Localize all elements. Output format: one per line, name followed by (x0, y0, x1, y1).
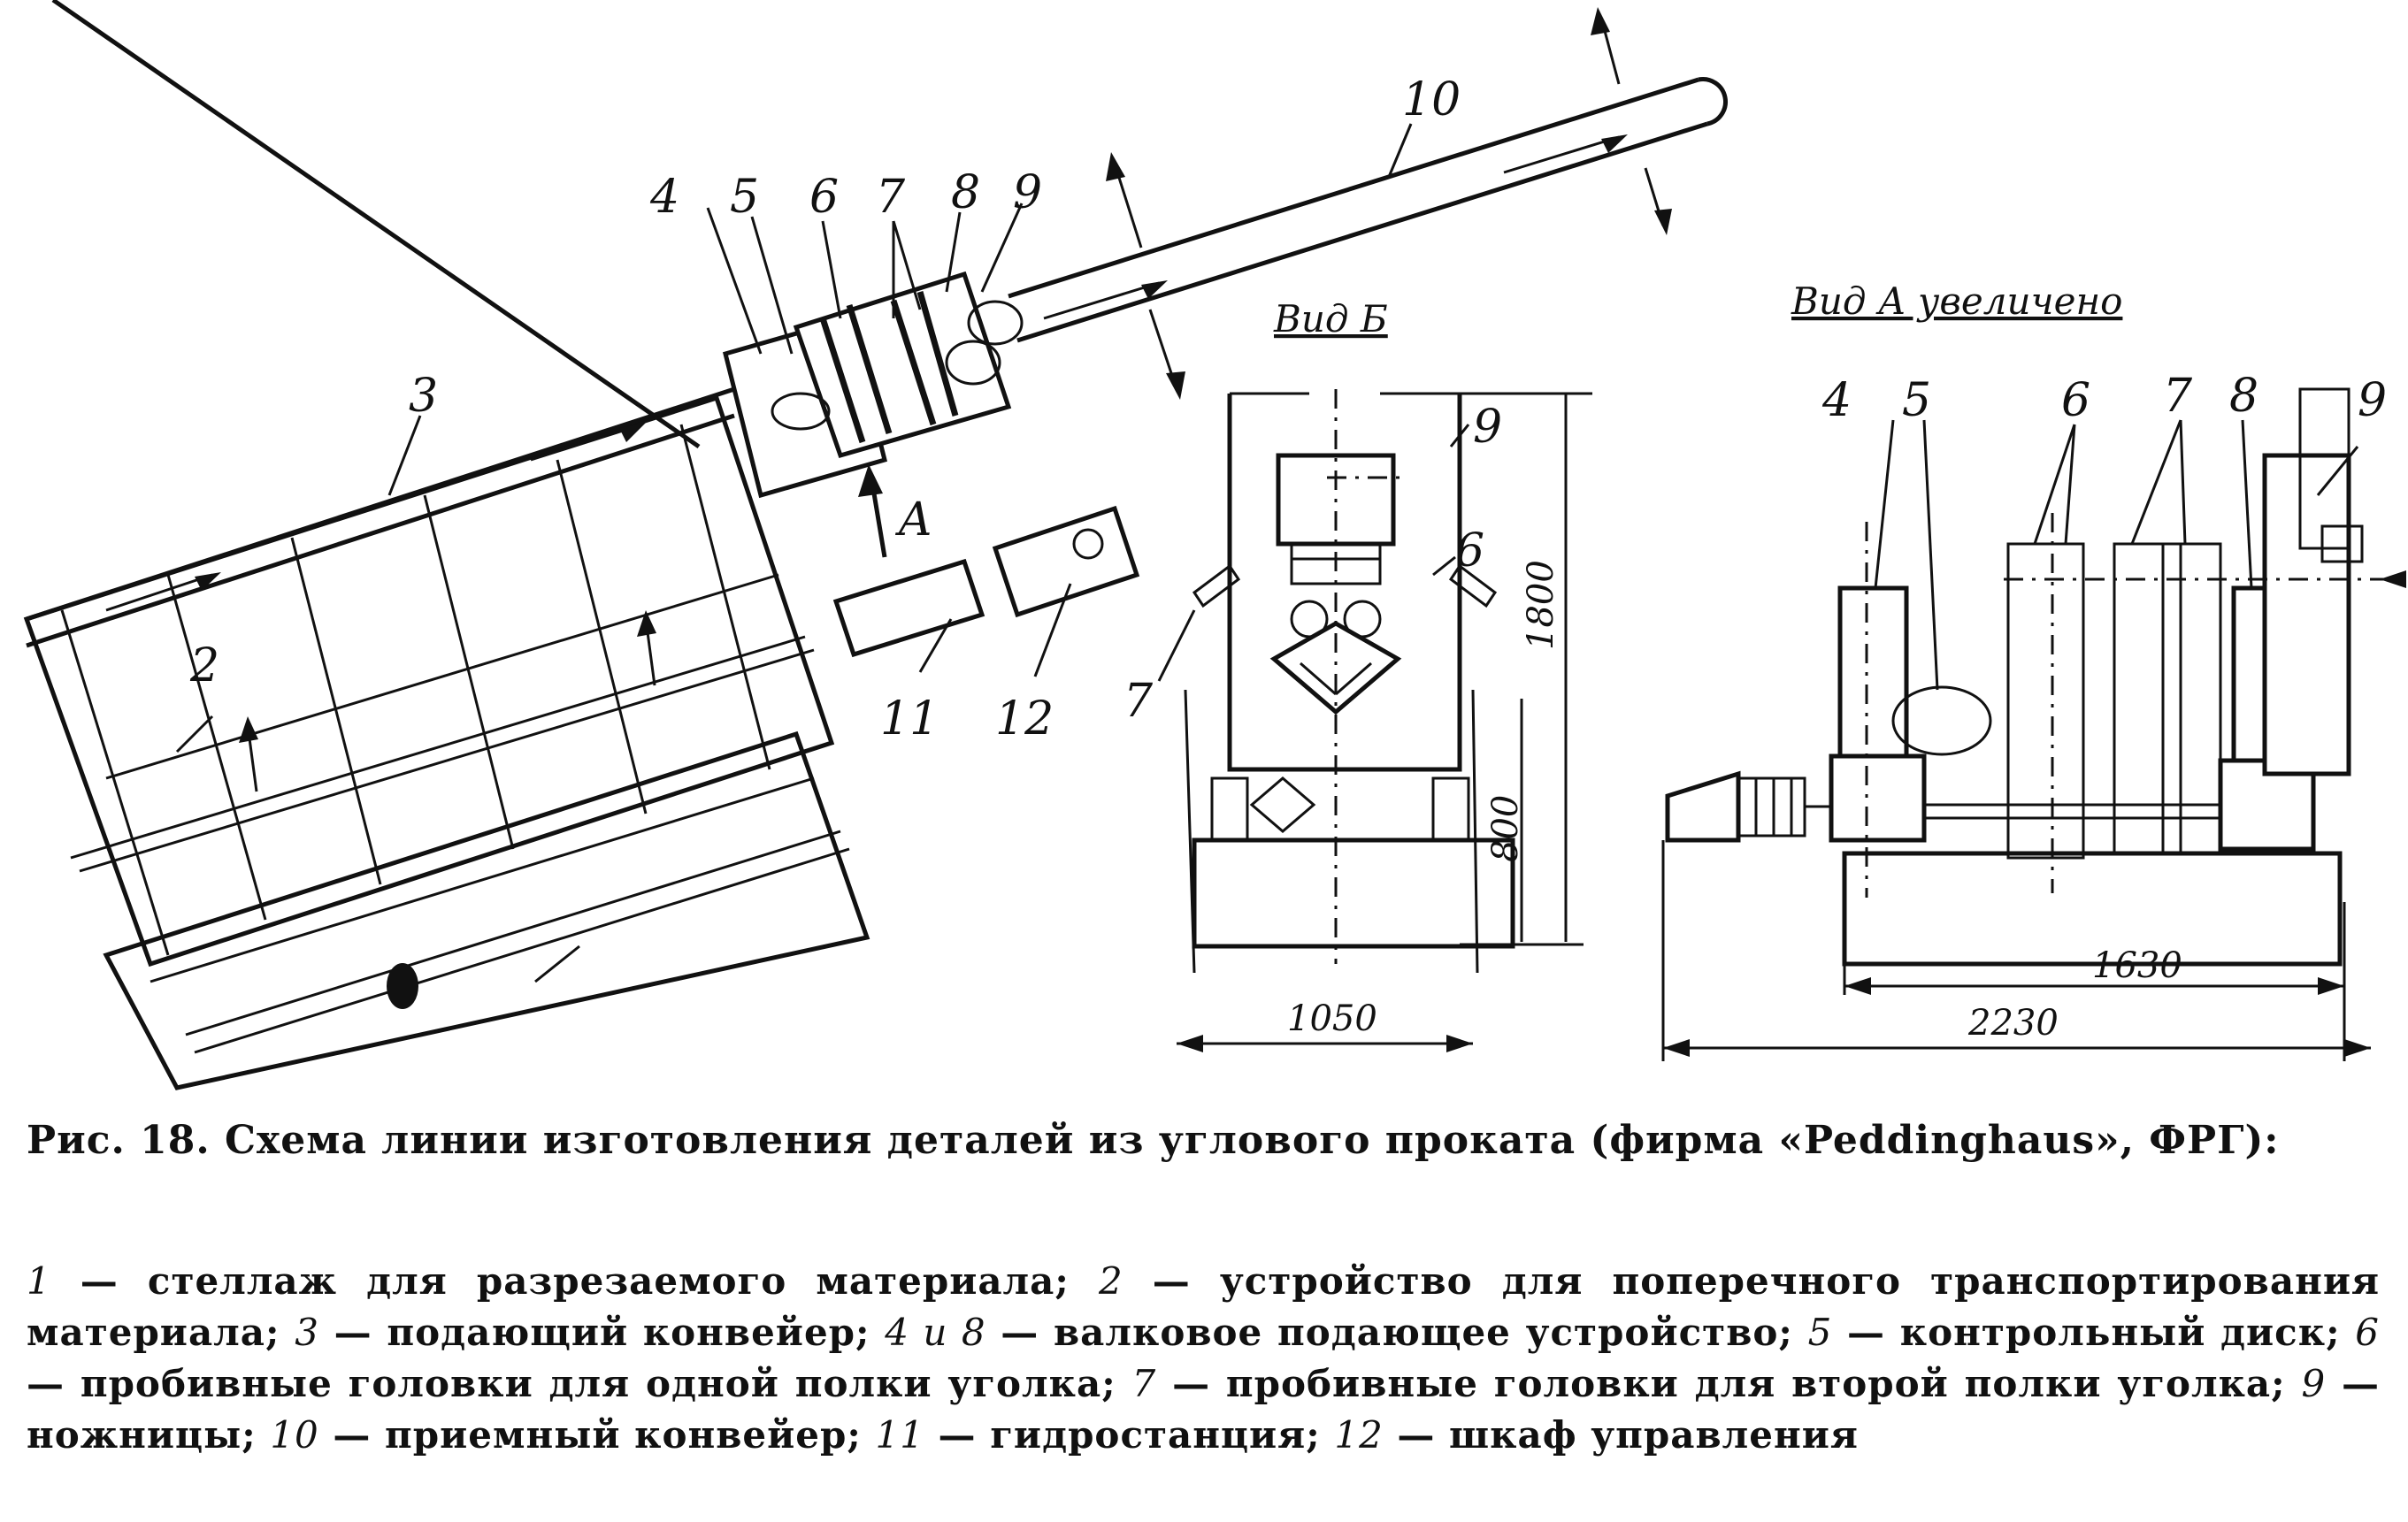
legend-item: 7 — пробивные головки для второй полки у… (1131, 1362, 2286, 1405)
label-7: 7 (876, 171, 906, 224)
legend-item: 9 — ножницы; (27, 1362, 2381, 1457)
view-a-label-7: 7 (2163, 370, 2193, 423)
view-a-label-6: 6 (2061, 374, 2090, 427)
control-rack-panel (103, 730, 870, 1090)
label-9: 9 (1013, 166, 1042, 219)
view-b: Вид Б 1800 800 1050 9 (1123, 297, 1592, 1052)
legend-item: 1 — стеллаж для разрезаемого материала; (27, 1259, 1070, 1303)
view-b-label-9: 9 (1473, 401, 1502, 454)
receiving-conveyor (1008, 7, 1728, 400)
view-a-arrow: А (858, 464, 932, 558)
label-4: 4 (649, 171, 679, 224)
processing-unit (722, 271, 1024, 499)
material-rack (23, 0, 835, 968)
line-diagram: А 2 3 4 5 6 (23, 0, 2406, 1090)
leader-lines (175, 123, 1413, 983)
dim-1630: 1630 (2092, 945, 2182, 986)
view-a-label-4: 4 (1821, 374, 1852, 427)
legend-item: 10 — приемный конвейер; (270, 1413, 862, 1457)
dim-800: 800 (1485, 795, 1526, 862)
view-b-label-7: 7 (1123, 675, 1154, 728)
label-12: 12 (995, 692, 1054, 746)
control-cabinet (992, 505, 1140, 618)
dim-2230: 2230 (1967, 1003, 2059, 1044)
dim-1050: 1050 (1287, 998, 1377, 1039)
legend-item: 11 — гидростанция; (875, 1413, 1321, 1457)
arrow-label-a: А (894, 493, 932, 547)
view-b-title: Вид Б (1273, 297, 1388, 340)
legend-item: 2 — устройство для поперечного транспорт… (27, 1259, 2380, 1354)
view-a-title: Вид А увеличено (1791, 279, 2122, 323)
view-a: Вид А увеличено 1630 (1661, 279, 2406, 1061)
figure-caption: Рис. 18. Схема линии изготовления детале… (27, 1118, 2280, 1163)
label-2: 2 (189, 639, 219, 692)
legend-item: 12 — шкаф управления (1334, 1413, 1859, 1457)
label-6: 6 (809, 171, 839, 224)
hydraulic-station (832, 558, 985, 658)
dim-1800: 1800 (1521, 560, 1561, 650)
main-plan-view: А 2 3 4 5 6 (23, 0, 1728, 1090)
figure-legend: 1 — стеллаж для разрезаемого материала; … (27, 1256, 2380, 1461)
legend-item: 4 и 8 — валковое подающее устройство; (885, 1311, 1793, 1354)
legend-item: 3 — подающий конвейер; (295, 1311, 870, 1354)
view-b-label-6: 6 (1455, 524, 1484, 577)
legend-item: 5 — контрольный диск; (1807, 1311, 2341, 1354)
label-11: 11 (880, 692, 939, 746)
feed-conveyor (26, 386, 735, 648)
view-a-label-8: 8 (2229, 370, 2258, 423)
legend-item: 6 — пробивные головки для одной полки уг… (27, 1311, 2381, 1405)
label-5: 5 (730, 171, 759, 224)
view-a-label-5: 5 (1902, 374, 1931, 427)
label-3: 3 (409, 370, 438, 423)
label-10: 10 (1402, 73, 1461, 126)
view-a-label-9: 9 (2358, 374, 2387, 427)
label-8: 8 (951, 166, 980, 219)
